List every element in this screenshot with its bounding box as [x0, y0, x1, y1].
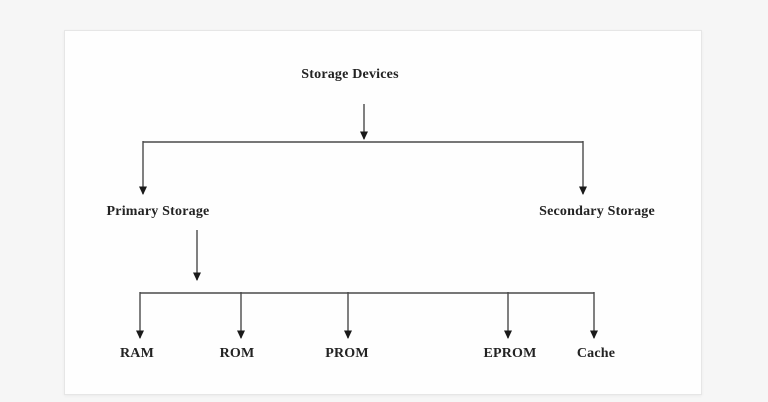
node-eprom: EPROM: [483, 346, 537, 361]
node-storage-devices: Storage Devices: [301, 67, 399, 82]
node-secondary-storage: Secondary Storage: [539, 204, 655, 219]
node-rom: ROM: [219, 346, 255, 361]
node-cache: Cache: [576, 346, 616, 361]
node-prom: PROM: [325, 346, 369, 361]
node-ram: RAM: [119, 346, 155, 361]
node-primary-storage: Primary Storage: [106, 204, 210, 219]
